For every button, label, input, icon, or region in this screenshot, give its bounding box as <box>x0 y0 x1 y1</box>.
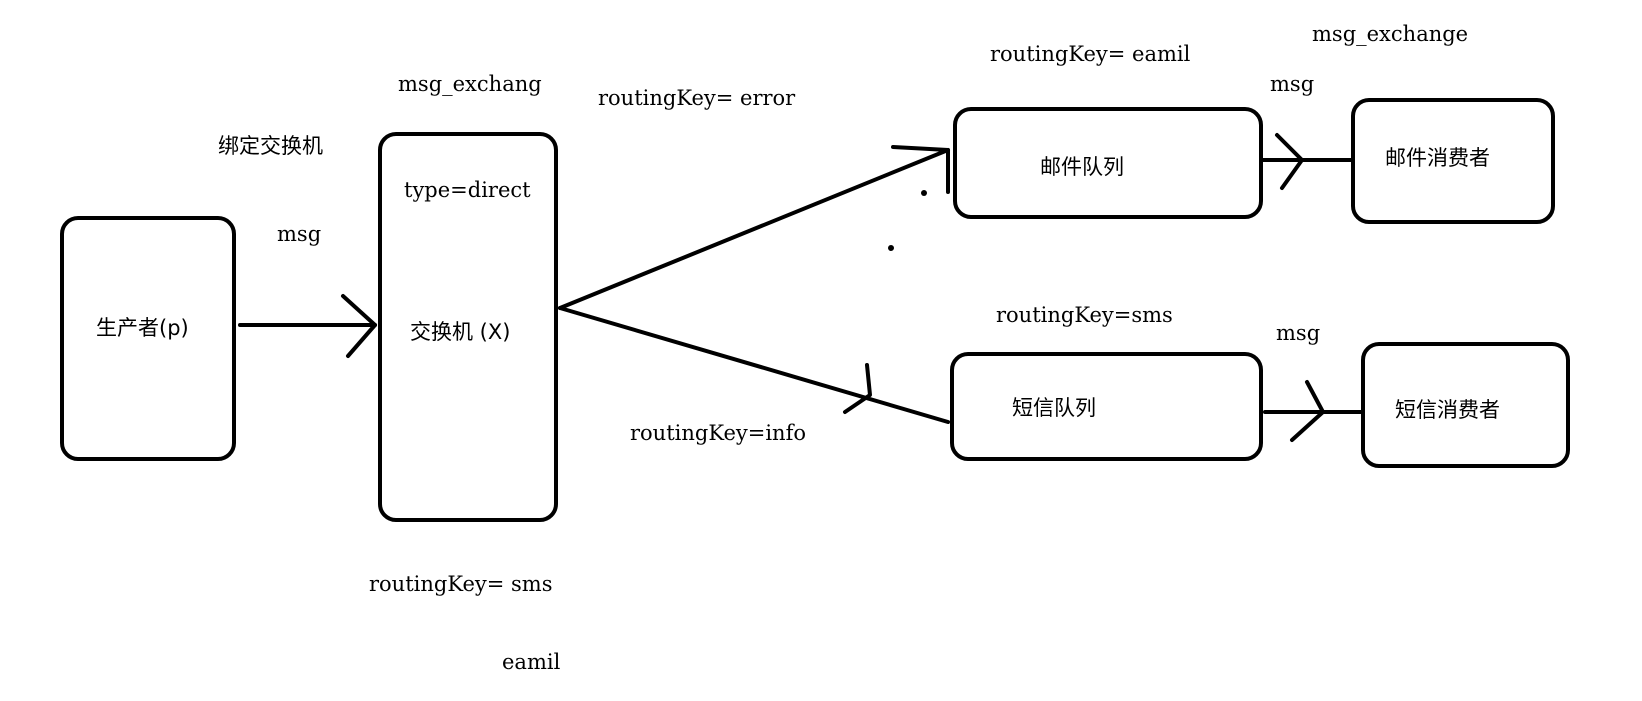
mail-queue-box: 邮件队列 <box>953 107 1263 219</box>
arrowhead-mailqueue-consumer <box>1275 133 1304 190</box>
exchange-box: type=direct 交换机 (X) <box>378 132 558 522</box>
producer-label: 生产者(p) <box>96 316 189 340</box>
msg-mail-label: msg <box>1270 72 1315 96</box>
mail-consumer-label: 邮件消费者 <box>1385 146 1490 170</box>
arrowhead-exchange-smsqueue <box>843 363 872 414</box>
mail-queue-label: 邮件队列 <box>1040 155 1124 179</box>
arrow-exchange-mailqueue <box>558 148 950 310</box>
msg-exchange-top-label: msg_exchange <box>1312 22 1469 46</box>
stray-dot <box>888 245 894 251</box>
msg-exchang-label: msg_exchang <box>398 72 542 96</box>
sms-consumer-label: 短信消费者 <box>1395 398 1500 422</box>
eamil-bottom-label: eamil <box>502 650 561 674</box>
sms-queue-box: 短信队列 <box>950 352 1263 461</box>
producer-box: 生产者(p) <box>60 216 236 461</box>
msg-producer-label: msg <box>277 222 322 246</box>
exchange-type-label: type=direct <box>404 178 531 202</box>
routing-key-info-label: routingKey=info <box>630 421 806 445</box>
stray-dot <box>921 190 927 196</box>
mail-consumer-box: 邮件消费者 <box>1351 98 1555 224</box>
routing-key-sms-bottom-label: routingKey= sms <box>369 572 553 596</box>
routing-key-email-top-label: routingKey= eamil <box>990 42 1191 66</box>
msg-sms-label: msg <box>1276 321 1321 345</box>
exchange-name-label: 交换机 (X) <box>410 320 511 344</box>
sms-consumer-box: 短信消费者 <box>1361 342 1570 468</box>
bind-exchange-label: 绑定交换机 <box>218 134 323 158</box>
arrowhead-exchange-mailqueue <box>891 145 950 194</box>
routing-key-sms-mid-label: routingKey=sms <box>996 303 1173 327</box>
routing-key-error-label: routingKey= error <box>598 86 796 110</box>
arrow-exchange-smsqueue <box>558 306 950 424</box>
arrowhead-producer-exchange <box>341 294 377 358</box>
sms-queue-label: 短信队列 <box>1012 396 1096 420</box>
arrowhead-smsqueue-consumer <box>1290 380 1325 442</box>
